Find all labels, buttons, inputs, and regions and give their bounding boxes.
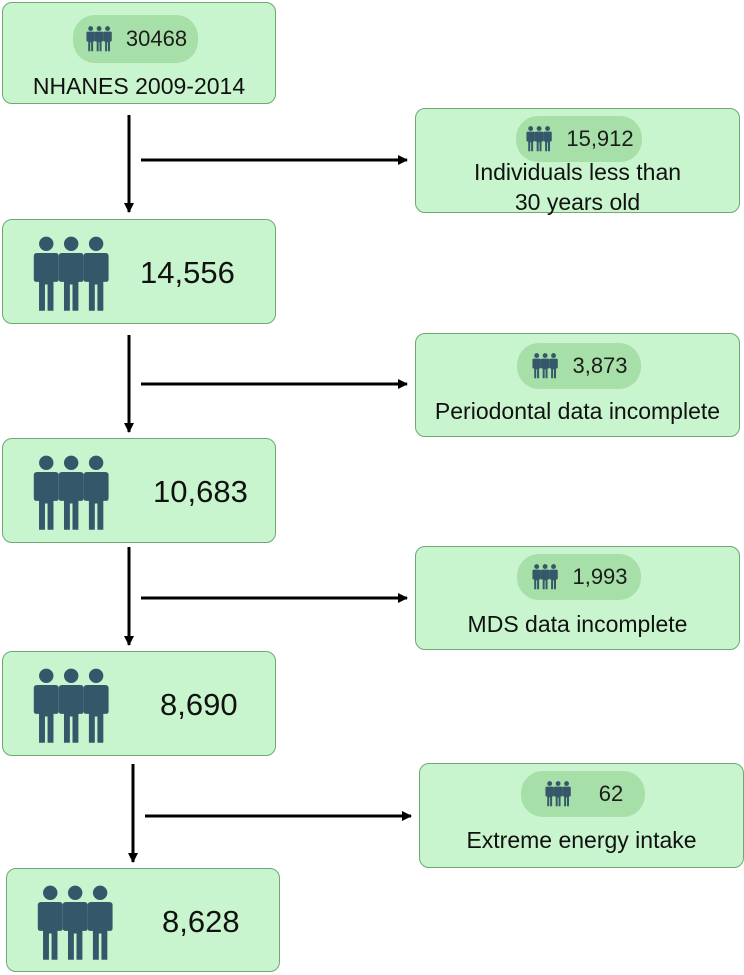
- exclusion-label-line-1: MDS data incomplete: [467, 611, 688, 637]
- exclusion-count: 3,873: [572, 353, 628, 378]
- people-icon: [545, 781, 571, 807]
- source-count: 30468: [125, 26, 188, 51]
- exclusion-label-line-2: 30 years old: [514, 189, 641, 215]
- step-count: 14,556: [140, 255, 235, 290]
- people-icon: [37, 885, 113, 960]
- people-icon: [33, 455, 109, 530]
- step-count: 10,683: [153, 474, 248, 509]
- exclusion-count-pill: 3,873: [517, 343, 641, 389]
- step-box-1: 14,556: [2, 219, 276, 324]
- source-label: NHANES 2009-2014: [32, 73, 246, 99]
- exclusion-label-line-1: Extreme energy intake: [466, 827, 697, 853]
- exclusion-count: 15,912: [566, 126, 634, 151]
- exclusion-count-pill: 1,993: [517, 554, 641, 600]
- people-icon: [526, 126, 553, 152]
- step-box-4: 8,628: [6, 868, 280, 972]
- step-box-2: 10,683: [2, 438, 276, 543]
- source-count-pill: 30468: [73, 15, 198, 63]
- step-box-3: 8,690: [2, 651, 276, 756]
- step-count: 8,628: [162, 904, 240, 939]
- exclusion-label-line-1: Individuals less than: [473, 159, 682, 185]
- people-icon: [33, 236, 109, 311]
- exclusion-box-2: 3,873 Periodontal data incomplete: [415, 333, 740, 437]
- exclusion-box-3: 1,993 MDS data incomplete: [415, 546, 740, 650]
- people-icon: [532, 353, 559, 379]
- exclusion-label-line-1: Periodontal data incomplete: [434, 398, 721, 424]
- exclusion-count-pill: 62: [521, 771, 645, 817]
- people-icon: [532, 564, 559, 590]
- people-icon: [86, 26, 112, 52]
- exclusion-box-1: 15,912 Individuals less than 30 years ol…: [415, 108, 740, 215]
- exclusion-count: 62: [598, 781, 624, 806]
- exclusion-count: 1,993: [572, 564, 628, 589]
- source-box: 30468 NHANES 2009-2014: [2, 2, 276, 104]
- exclusion-box-4: 62 Extreme energy intake: [419, 763, 744, 868]
- exclusion-count-pill: 15,912: [516, 116, 642, 162]
- step-count: 8,690: [160, 687, 238, 722]
- people-icon: [33, 668, 109, 743]
